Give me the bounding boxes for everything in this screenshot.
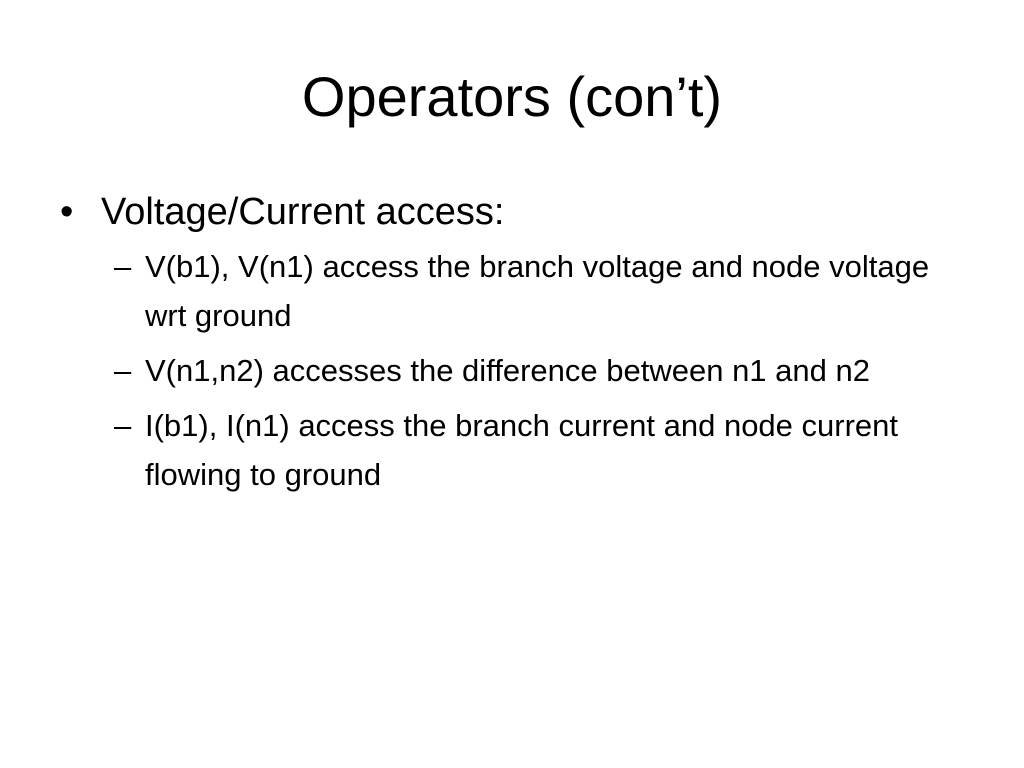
sub-bullet-text: I(b1), I(n1) access the branch current a… bbox=[145, 408, 899, 492]
sub-bullet-text: V(n1,n2) accesses the difference between… bbox=[145, 353, 870, 388]
bullet-marker: • bbox=[60, 191, 74, 233]
sub-bullet-item: – V(n1,n2) accesses the difference betwe… bbox=[56, 346, 935, 395]
dash-marker: – bbox=[114, 249, 132, 284]
slide-title: Operators (con’t) bbox=[301, 65, 723, 128]
dash-marker: – bbox=[114, 353, 132, 388]
bullet-item: • Voltage/Current access: bbox=[56, 186, 976, 238]
bullet-text: Voltage/Current access: bbox=[101, 191, 505, 233]
sub-bullet-item: – V(b1), V(n1) access the branch voltage… bbox=[56, 242, 935, 340]
sub-bullet-text: V(b1), V(n1) access the branch voltage a… bbox=[145, 249, 930, 333]
sub-bullet-list: – V(b1), V(n1) access the branch voltage… bbox=[56, 242, 976, 499]
dash-marker: – bbox=[114, 408, 132, 443]
slide-body: • Voltage/Current access: – V(b1), V(n1)… bbox=[56, 186, 976, 505]
sub-bullet-item: – I(b1), I(n1) access the branch current… bbox=[56, 401, 935, 499]
